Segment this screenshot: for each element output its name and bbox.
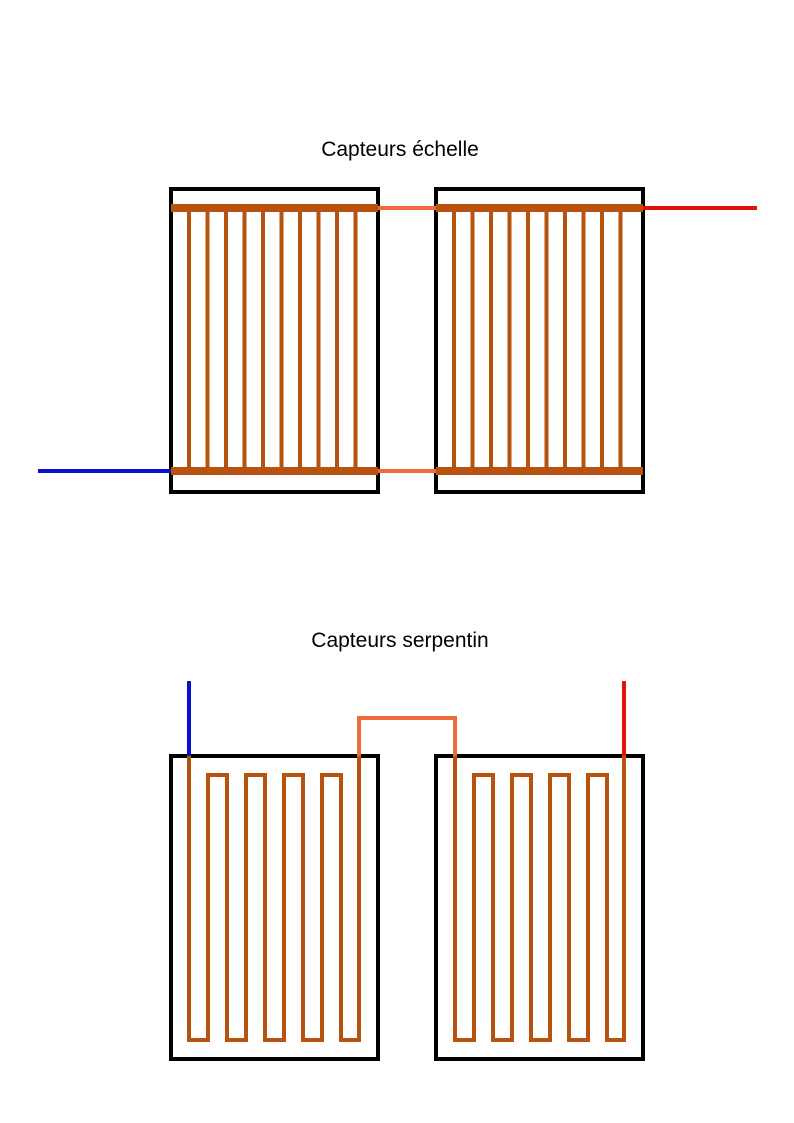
serpentine-collector-left-frame [169, 754, 380, 1061]
ladder-collector-left-frame [169, 187, 380, 494]
serpentine-tube-left [187, 756, 361, 1042]
ladder-risers-left [187, 208, 358, 471]
serpentine-collector-right-frame [434, 754, 645, 1061]
ladder-collectors-group [38, 187, 757, 494]
ladder-collector-right-frame [434, 187, 645, 494]
serpentine-collectors-title: Capteurs serpentin [311, 629, 489, 652]
ladder-collectors-title: Capteurs échelle [321, 138, 479, 161]
serpentine-link-pipe [357, 716, 457, 756]
serpentine-tube-right [453, 756, 626, 1042]
ladder-risers-right [452, 208, 623, 471]
serpentine-collectors-group [169, 681, 645, 1061]
